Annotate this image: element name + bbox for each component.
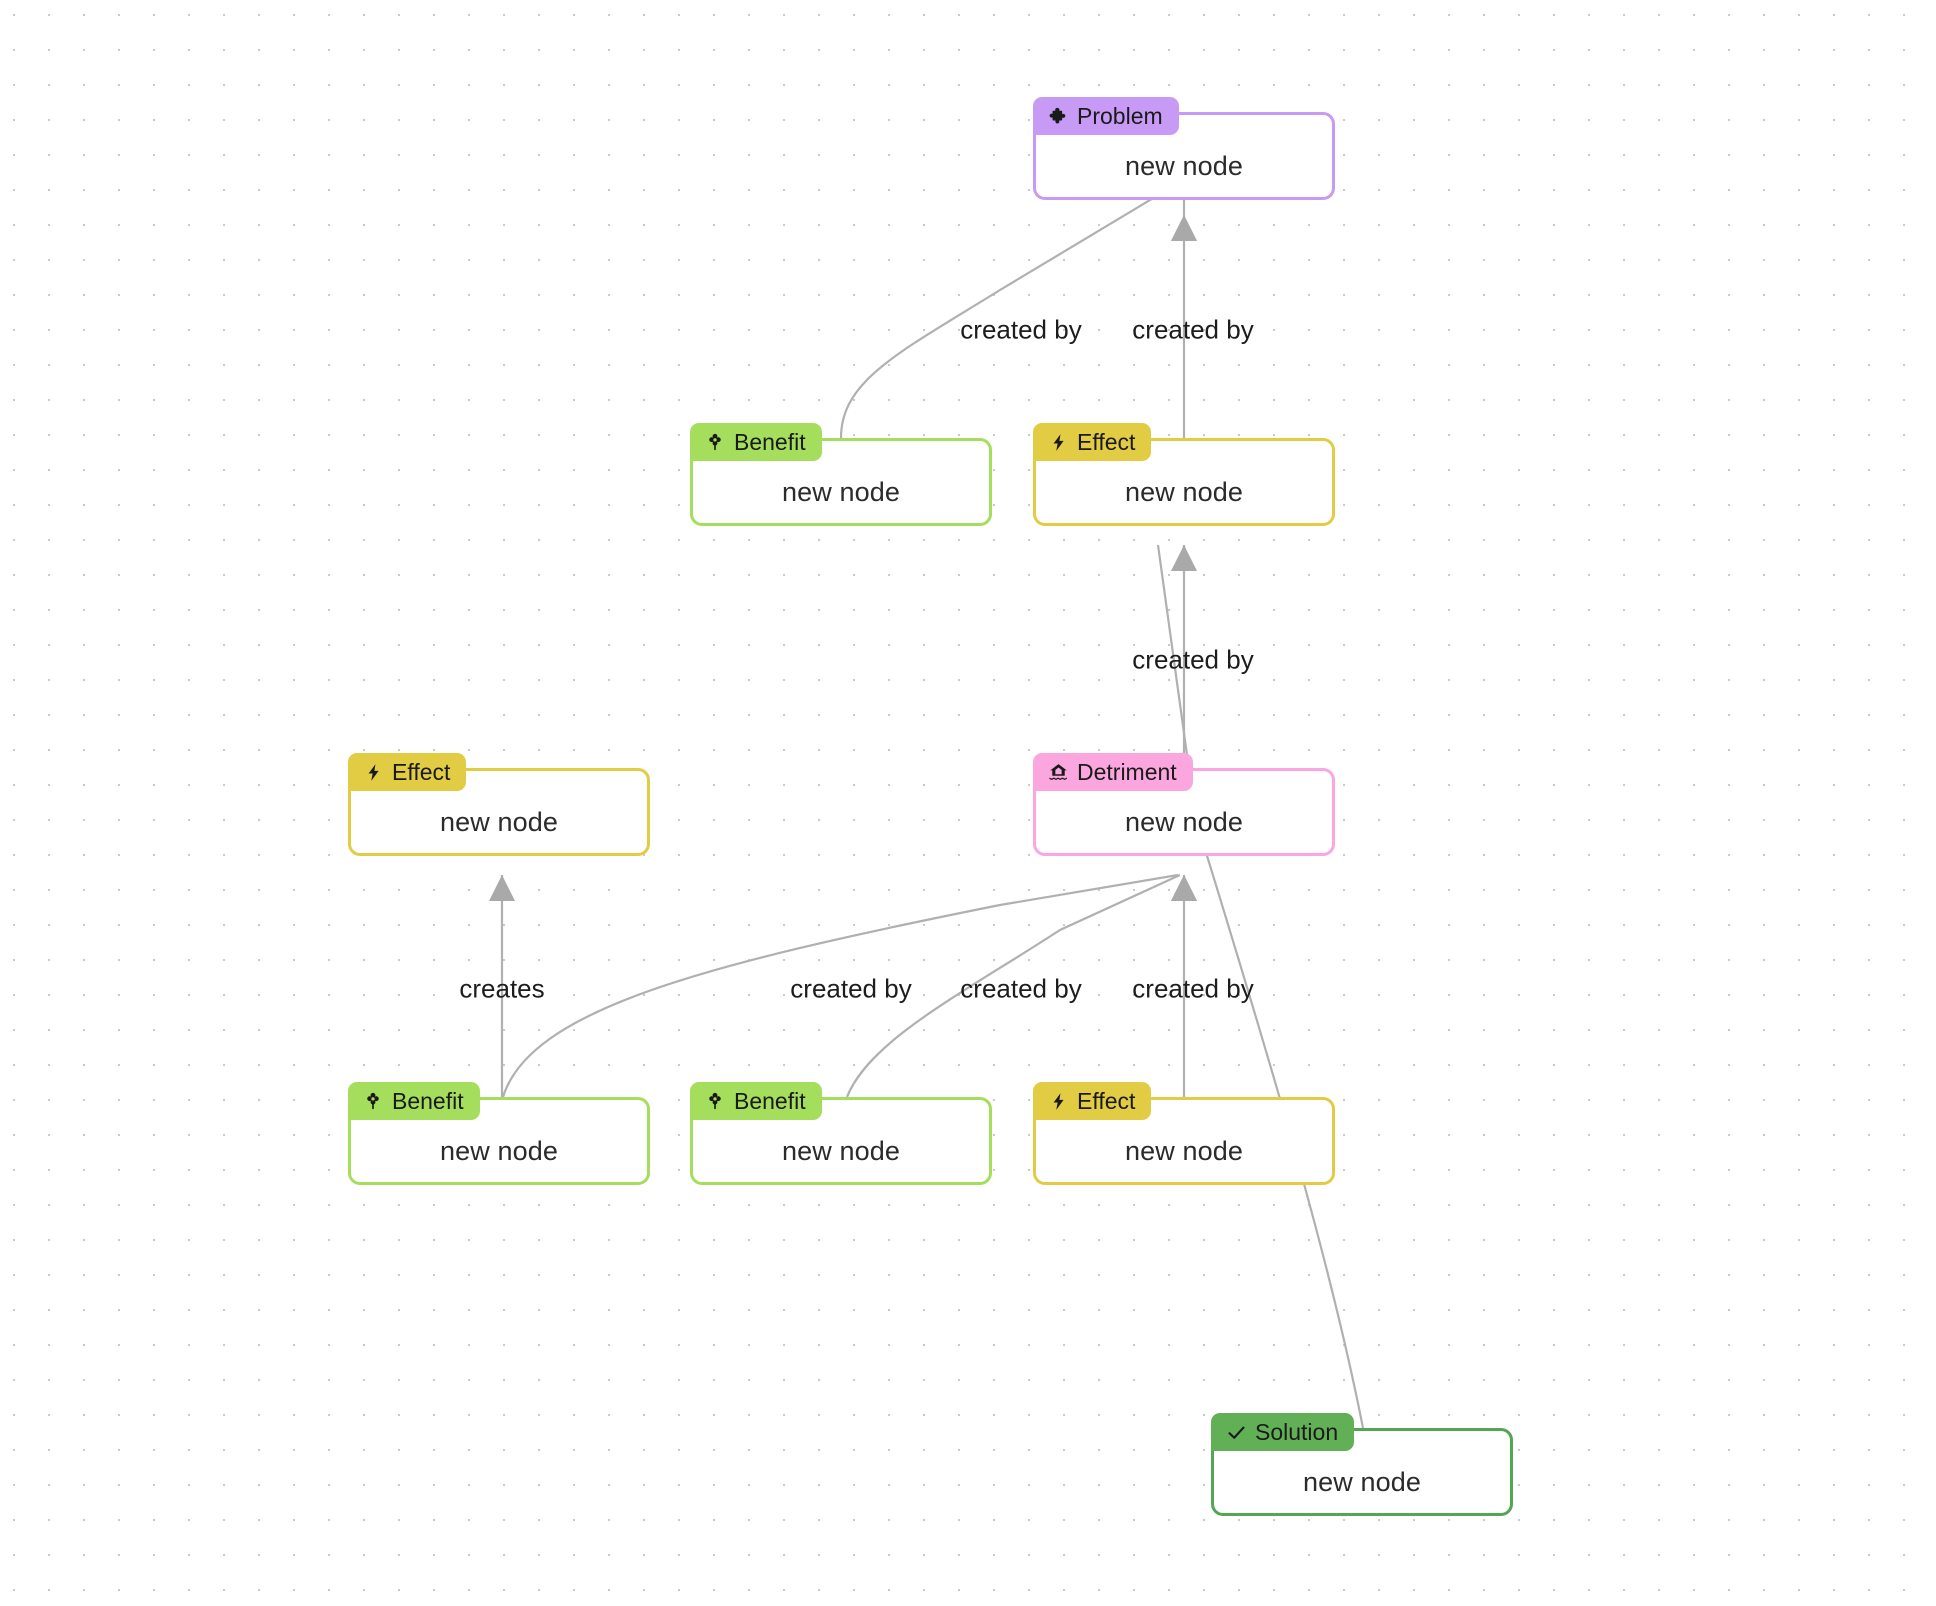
edge-label[interactable]: created by xyxy=(1132,644,1254,675)
node-title[interactable]: new node xyxy=(1125,1136,1243,1166)
lightning-bolt-icon xyxy=(1047,431,1069,453)
node-detriment[interactable]: Detriment new node xyxy=(1033,753,1335,856)
arrowhead-icon xyxy=(1171,215,1197,241)
edge-label[interactable]: creates xyxy=(459,973,545,1004)
node-type-badge[interactable]: Effect xyxy=(348,753,467,791)
node-type-badge[interactable]: Effect xyxy=(1033,1082,1152,1120)
node-type-label: Benefit xyxy=(734,1087,806,1114)
edge-label[interactable]: created by xyxy=(1132,314,1254,345)
node-effect[interactable]: Effect new node xyxy=(1033,423,1335,526)
arrowhead-icon xyxy=(1171,875,1197,901)
node-title[interactable]: new node xyxy=(782,1136,900,1166)
node-type-badge[interactable]: Benefit xyxy=(690,1082,822,1120)
arrowhead-icon xyxy=(1171,875,1197,901)
node-solution[interactable]: Solution new node xyxy=(1211,1413,1513,1516)
node-title[interactable]: new node xyxy=(440,807,558,837)
flower-icon xyxy=(362,1090,384,1112)
flower-icon xyxy=(704,1090,726,1112)
node-benefit[interactable]: Benefit new node xyxy=(690,1082,992,1185)
node-title[interactable]: new node xyxy=(1125,477,1243,507)
node-type-label: Effect xyxy=(1077,1087,1136,1114)
node-type-label: Problem xyxy=(1077,102,1163,129)
check-icon xyxy=(1225,1421,1247,1443)
edge-label[interactable]: created by xyxy=(790,973,912,1004)
node-type-label: Benefit xyxy=(392,1087,464,1114)
node-type-badge[interactable]: Detriment xyxy=(1033,753,1193,791)
flood-house-icon xyxy=(1047,761,1069,783)
node-problem[interactable]: Problem new node xyxy=(1033,97,1335,200)
node-type-label: Effect xyxy=(1077,428,1136,455)
lightning-bolt-icon xyxy=(362,761,384,783)
node-type-badge[interactable]: Solution xyxy=(1211,1413,1355,1451)
node-type-badge[interactable]: Effect xyxy=(1033,423,1152,461)
flower-icon xyxy=(704,431,726,453)
arrowhead-icon xyxy=(489,875,515,901)
node-title[interactable]: new node xyxy=(1125,151,1243,181)
node-type-label: Effect xyxy=(392,758,451,785)
edge-label[interactable]: created by xyxy=(960,973,1082,1004)
puzzle-piece-icon xyxy=(1047,105,1069,127)
edge-label[interactable]: created by xyxy=(1132,973,1254,1004)
edge-label[interactable]: created by xyxy=(960,314,1082,345)
node-type-badge[interactable]: Benefit xyxy=(348,1082,480,1120)
node-benefit[interactable]: Benefit new node xyxy=(690,423,992,526)
node-title[interactable]: new node xyxy=(440,1136,558,1166)
node-type-badge[interactable]: Benefit xyxy=(690,423,822,461)
node-title[interactable]: new node xyxy=(1303,1467,1421,1497)
lightning-bolt-icon xyxy=(1047,1090,1069,1112)
edge-e1[interactable] xyxy=(839,184,1176,439)
arrowhead-icon xyxy=(1171,545,1197,571)
node-effect[interactable]: Effect new node xyxy=(348,753,650,856)
node-benefit[interactable]: Benefit new node xyxy=(348,1082,650,1185)
node-type-label: Benefit xyxy=(734,428,806,455)
arrowhead-icon xyxy=(1171,875,1197,901)
node-type-badge[interactable]: Problem xyxy=(1033,97,1179,135)
arrowhead-icon xyxy=(1171,215,1197,241)
node-type-label: Solution xyxy=(1255,1418,1339,1445)
node-title[interactable]: new node xyxy=(782,477,900,507)
node-title[interactable]: new node xyxy=(1125,807,1243,837)
node-effect[interactable]: Effect new node xyxy=(1033,1082,1335,1185)
node-type-label: Detriment xyxy=(1077,758,1177,785)
